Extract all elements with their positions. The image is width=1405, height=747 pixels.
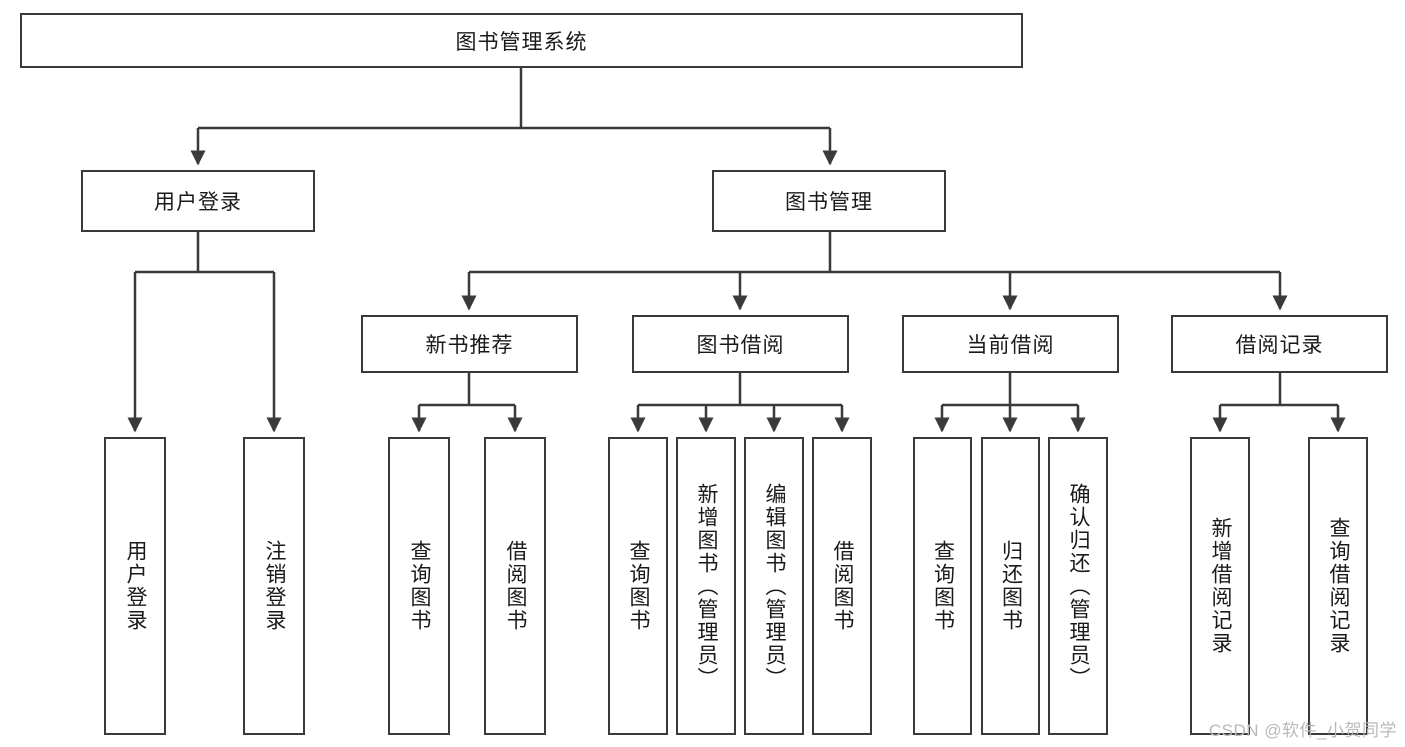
node-leaf-3[interactable]: 查询图书 [388,437,450,735]
node-leaf-2[interactable]: 注销登录 [243,437,305,735]
node-level3-4-label: 借阅记录 [1235,334,1324,357]
node-level2-2-label: 图书管理 [785,191,873,214]
node-level2-1-label: 用户登录 [154,191,242,214]
watermark: CSDN @软件_小贺同学 [1208,721,1397,740]
node-leaf-6-label: 新增图书（管理员） [695,482,719,690]
node-leaf-10-label: 归还图书 [999,540,1023,632]
node-leaf-13[interactable]: 查询借阅记录 [1308,437,1368,735]
node-leaf-2-label: 注销登录 [263,540,287,632]
node-level2-1[interactable]: 用户登录 [81,170,315,232]
node-leaf-1[interactable]: 用户登录 [104,437,166,735]
node-level3-1-label: 新书推荐 [425,334,514,357]
node-leaf-12-label: 新增借阅记录 [1209,517,1233,655]
node-leaf-9-label: 查询图书 [931,540,955,632]
node-leaf-8[interactable]: 借阅图书 [812,437,872,735]
node-level3-2[interactable]: 图书借阅 [632,315,849,373]
node-leaf-8-label: 借阅图书 [831,540,855,632]
node-leaf-4[interactable]: 借阅图书 [484,437,546,735]
node-level3-1[interactable]: 新书推荐 [361,315,578,373]
node-root[interactable]: 图书管理系统 [20,13,1023,68]
node-level3-3-label: 当前借阅 [966,334,1055,357]
node-leaf-9[interactable]: 查询图书 [913,437,972,735]
node-leaf-13-label: 查询借阅记录 [1327,517,1351,655]
node-leaf-7[interactable]: 编辑图书（管理员） [744,437,804,735]
node-leaf-4-label: 借阅图书 [504,540,528,632]
node-level3-4[interactable]: 借阅记录 [1171,315,1388,373]
node-level2-2[interactable]: 图书管理 [712,170,946,232]
node-leaf-6[interactable]: 新增图书（管理员） [676,437,736,735]
node-leaf-7-label: 编辑图书（管理员） [763,482,787,690]
node-level3-3[interactable]: 当前借阅 [902,315,1119,373]
node-leaf-3-label: 查询图书 [408,540,432,632]
node-level3-2-label: 图书借阅 [696,334,785,357]
node-leaf-5[interactable]: 查询图书 [608,437,668,735]
node-leaf-1-label: 用户登录 [124,540,148,632]
node-leaf-11[interactable]: 确认归还（管理员） [1048,437,1108,735]
node-leaf-11-label: 确认归还（管理员） [1067,482,1091,690]
node-leaf-10[interactable]: 归还图书 [981,437,1040,735]
node-leaf-12[interactable]: 新增借阅记录 [1190,437,1250,735]
node-root-label: 图书管理系统 [455,30,588,54]
node-leaf-5-label: 查询图书 [627,540,651,632]
